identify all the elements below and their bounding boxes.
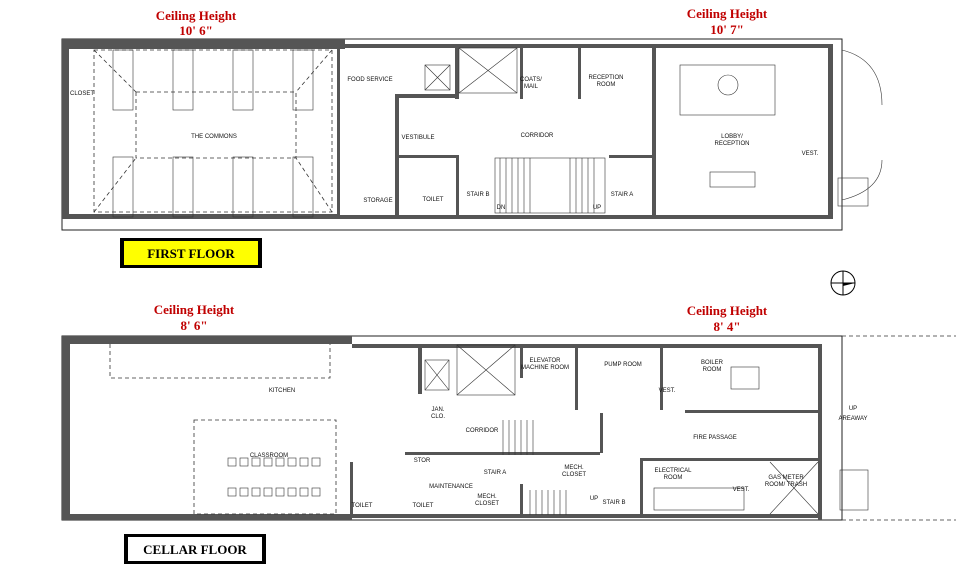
room-label: VESTIBULE <box>401 135 434 141</box>
room-label: UP <box>849 406 857 412</box>
room-label: UP <box>590 496 598 502</box>
ceiling-height-value: 10' 7" <box>710 22 744 37</box>
room-label: VEST. <box>802 151 819 157</box>
room-label: MACHINE ROOM <box>521 365 569 371</box>
room-label: UP <box>593 205 601 211</box>
room-label: CORRIDOR <box>521 133 554 139</box>
room-label: CLOSET <box>70 91 94 97</box>
room-label: ROOM <box>664 475 683 481</box>
room-label: STAIR B <box>467 192 490 198</box>
room-label: VEST. <box>733 487 750 493</box>
north-arrow-icon <box>830 270 856 296</box>
first-floor-badge: FIRST FLOOR <box>120 238 262 268</box>
ceiling-height-label: Ceiling Height <box>687 6 768 21</box>
room-label: STAIR A <box>611 192 634 198</box>
room-label: MAINTENANCE <box>429 484 473 490</box>
ceiling-height-value: 10' 6" <box>179 23 213 38</box>
room-label: FIRE PASSAGE <box>693 435 737 441</box>
cellar-floor-badge: CELLAR FLOOR <box>124 534 266 564</box>
room-label: CLO. <box>431 414 445 420</box>
room-label: KITCHEN <box>269 388 295 394</box>
room-labels: CLOSET THE COMMONS FOOD SERVICE VESTIBUL… <box>70 75 819 211</box>
room-label: JAN. <box>431 407 444 413</box>
room-label: LOBBY/ <box>721 134 743 140</box>
floor-title: FIRST FLOOR <box>147 246 235 261</box>
room-label: VEST. <box>659 388 676 394</box>
room-label: AREAWAY <box>838 416 867 422</box>
room-label: ELEVATOR <box>529 358 561 364</box>
floor-title: CELLAR FLOOR <box>143 542 247 557</box>
room-label: DN <box>497 205 506 211</box>
room-label: TOILET <box>423 197 444 203</box>
room-labels: KITCHEN CLASSROOM JAN. CLO. CORRIDOR ELE… <box>250 358 868 509</box>
room-label: RECEPTION <box>588 75 623 81</box>
ceiling-height-label: Ceiling Height <box>156 8 237 23</box>
room-label: MECH. <box>564 465 584 471</box>
room-label: GAS METER <box>768 475 804 481</box>
room-label: TOILET <box>352 503 373 509</box>
building-outline <box>61 335 843 521</box>
ceiling-height-value: 8' 6" <box>180 318 207 333</box>
room-label: PUMP ROOM <box>604 362 642 368</box>
room-label: STAIR B <box>603 500 626 506</box>
room-label: FOOD SERVICE <box>347 77 392 83</box>
room-label: CLASSROOM <box>250 453 288 459</box>
cellar-floor-plan: Ceiling Height 8' 6" Ceiling Height 8' 4… <box>61 302 956 564</box>
room-label: ROOM <box>597 82 616 88</box>
room-label: RECEPTION <box>714 141 749 147</box>
room-label: ROOM/ TRASH <box>765 482 807 488</box>
room-label: ROOM <box>703 367 722 373</box>
room-label: CLOSET <box>562 472 586 478</box>
ceiling-height-value: 8' 4" <box>713 319 740 334</box>
room-label: MAIL <box>524 84 539 90</box>
room-label: STAIR A <box>484 470 507 476</box>
room-label: STORAGE <box>363 198 392 204</box>
room-label: TOILET <box>413 503 434 509</box>
room-label: ELECTRICAL <box>654 468 692 474</box>
room-label: MECH. <box>477 494 497 500</box>
room-label: BOILER <box>701 360 724 366</box>
room-label: CLOSET <box>475 501 499 507</box>
room-label: COATS/ <box>520 77 542 83</box>
room-label: CORRIDOR <box>466 428 499 434</box>
first-floor-plan: Ceiling Height 10' 6" Ceiling Height 10'… <box>61 6 883 268</box>
ceiling-height-label: Ceiling Height <box>154 302 235 317</box>
room-label: THE COMMONS <box>191 134 237 140</box>
ceiling-height-label: Ceiling Height <box>687 303 768 318</box>
room-label: STOR <box>414 458 431 464</box>
